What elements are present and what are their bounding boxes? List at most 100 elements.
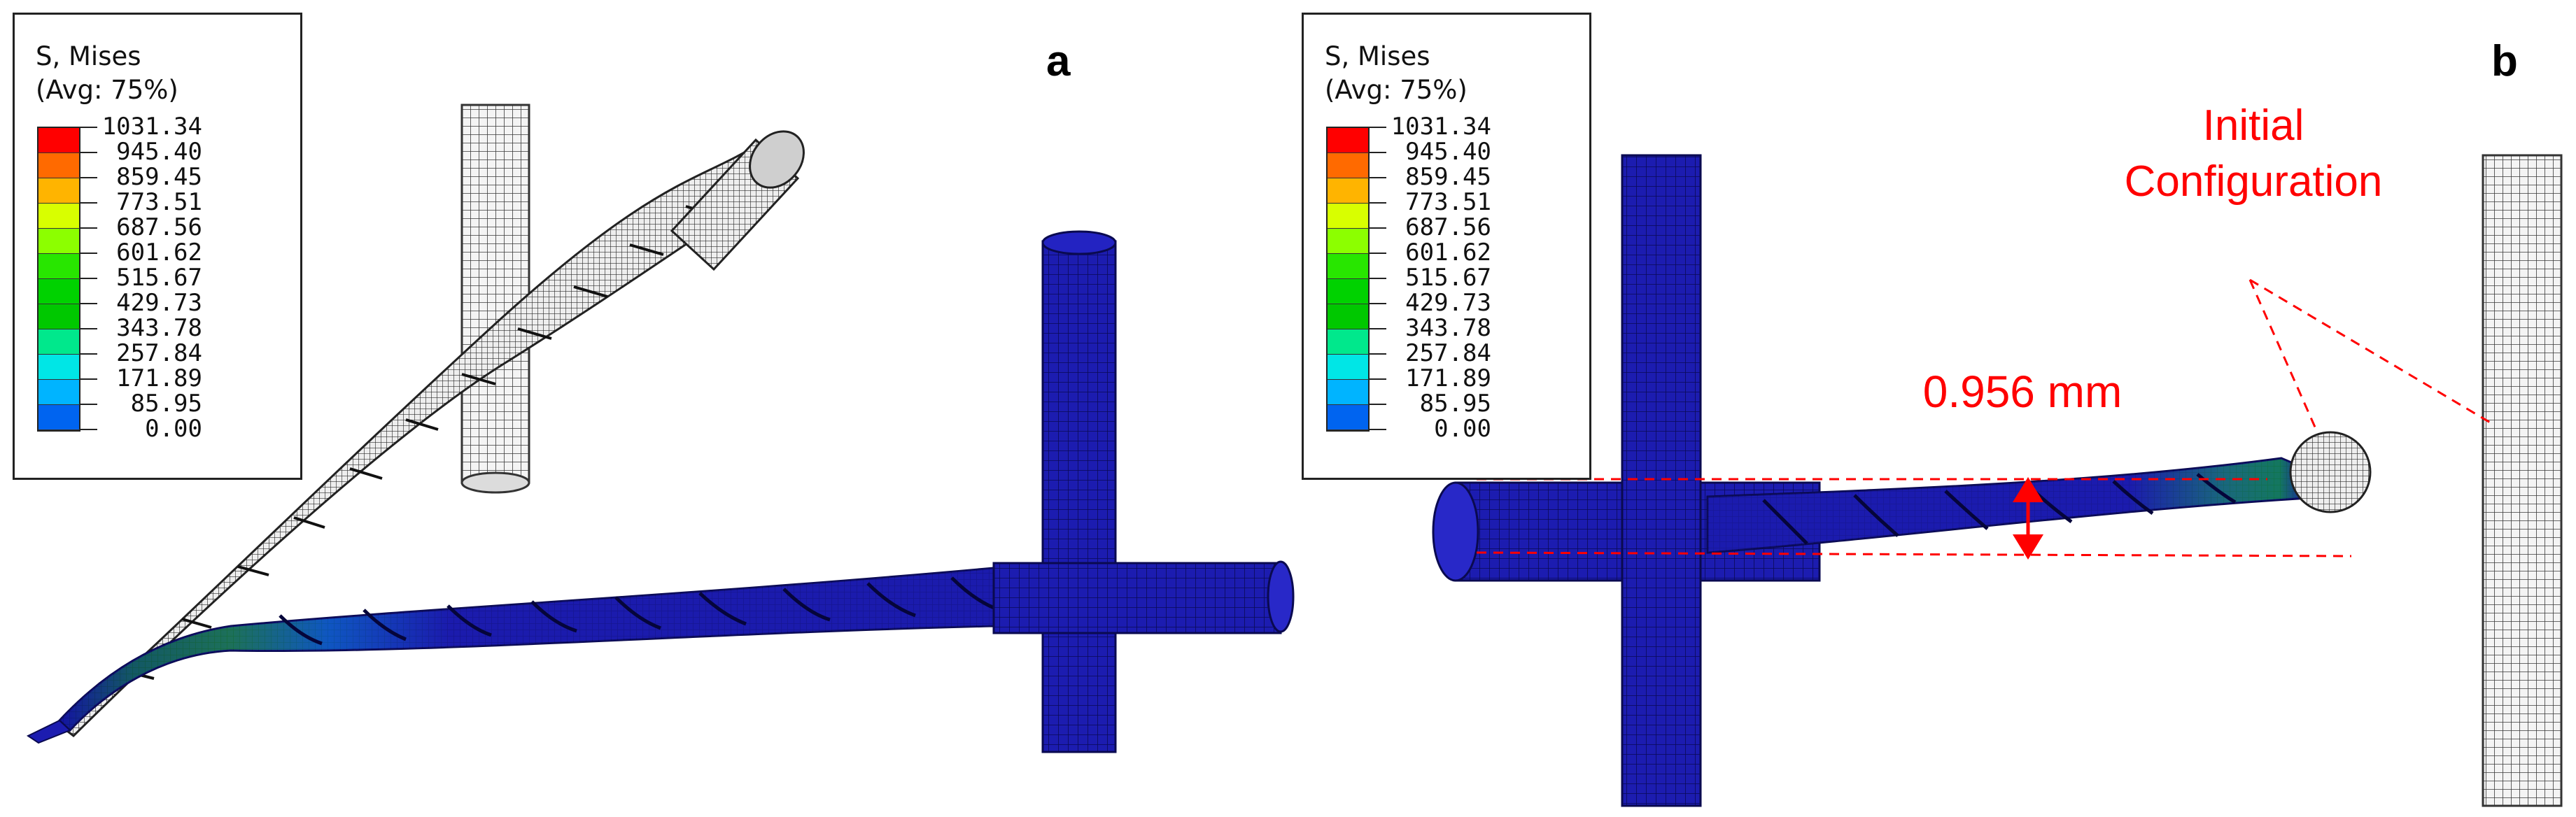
initial-rod-vertical [460, 104, 530, 494]
initial-configuration-line2: Configuration [2124, 157, 2383, 206]
legend-swatch [38, 178, 79, 204]
legend-swatch [1328, 229, 1368, 254]
legend-swatch [38, 355, 79, 380]
legend-swatch [1328, 329, 1368, 355]
legend-tick [80, 328, 97, 329]
legend-value: 773.51 [1405, 188, 1491, 216]
legend-tick [80, 177, 97, 178]
legend-tick [1370, 303, 1386, 304]
deformed-rod-vertical-b [1621, 154, 1702, 807]
legend-value: 429.73 [116, 289, 202, 317]
panel-b-geometry [1432, 154, 2563, 807]
panel-a-geometry [26, 104, 1295, 753]
legend-title: S, Mises (Avg: 75%) [36, 40, 178, 107]
legend-title-line1: S, Mises [36, 41, 141, 71]
legend-value: 0.00 [1434, 415, 1491, 443]
legend-value: 85.95 [1419, 390, 1491, 418]
legend-swatch [1328, 304, 1368, 329]
legend-tick [80, 378, 97, 380]
legend-swatch [1328, 405, 1368, 430]
legend-value: 515.67 [1405, 264, 1491, 292]
legend-tick [1370, 328, 1386, 329]
annotation-lines [1476, 278, 2492, 557]
legend-swatch [38, 304, 79, 329]
legend-value: 945.40 [116, 138, 202, 166]
legend-value: 1031.34 [101, 113, 202, 141]
legend-value: 601.62 [116, 239, 202, 267]
legend-value: 171.89 [116, 364, 202, 392]
legend-tick [1370, 353, 1386, 355]
legend-value: 171.89 [1405, 364, 1491, 392]
legend-tick [1370, 202, 1386, 204]
legend-swatch [38, 229, 79, 254]
legend-value: 1031.34 [1391, 113, 1491, 141]
legend-tick [1370, 227, 1386, 229]
legend-tick [80, 127, 97, 128]
legend-tick [80, 303, 97, 304]
legend-value: 687.56 [1405, 213, 1491, 241]
legend-tick [1370, 429, 1386, 430]
legend-swatch [1328, 178, 1368, 204]
legend-value: 0.00 [145, 415, 202, 443]
deformed-rod-vertical [1041, 230, 1117, 753]
dimension-label: 0.956 mm [1922, 367, 2123, 417]
legend-tick [80, 278, 97, 279]
legend-tick [80, 202, 97, 204]
legend-value: 85.95 [130, 390, 202, 418]
legend-value: 687.56 [116, 213, 202, 241]
legend-swatch [1328, 380, 1368, 405]
legend-swatch [38, 329, 79, 355]
legend-tick [80, 429, 97, 430]
legend-swatch [1328, 204, 1368, 229]
legend-value: 343.78 [1405, 314, 1491, 342]
deformed-wire-horizontal [26, 560, 1295, 744]
legend-tick [1370, 152, 1386, 153]
legend-value: 859.45 [116, 163, 202, 191]
legend-title-line1: S, Mises [1325, 41, 1430, 71]
legend-swatch [38, 380, 79, 405]
legend-tick [80, 152, 97, 153]
legend-tick [80, 253, 97, 254]
legend-value: 429.73 [1405, 289, 1491, 317]
panel-b-label: b [2491, 37, 2518, 85]
legend-swatch [1328, 128, 1368, 153]
legend-tick [80, 227, 97, 229]
legend-tick [1370, 127, 1386, 128]
legend-swatch [1328, 279, 1368, 304]
legend-swatch [1328, 355, 1368, 380]
legend-swatch [38, 254, 79, 279]
legend-value: 601.62 [1405, 239, 1491, 267]
legend-swatch [1328, 153, 1368, 178]
legend-tick [1370, 404, 1386, 405]
legend-title-line2: (Avg: 75%) [36, 75, 178, 105]
initial-configuration-line1: Initial [2202, 101, 2304, 150]
legend-value: 859.45 [1405, 163, 1491, 191]
legend-value: 773.51 [116, 188, 202, 216]
legend-swatch [1328, 254, 1368, 279]
initial-rod-vertical-b [2482, 154, 2563, 807]
legend-tick [1370, 378, 1386, 380]
legend-tick [80, 353, 97, 355]
legend-title: S, Mises (Avg: 75%) [1325, 40, 1468, 107]
dimension-arrow [2013, 477, 2043, 560]
legend-swatch [38, 128, 79, 153]
initial-wire-cross-section [2289, 431, 2372, 513]
legend-tick [1370, 253, 1386, 254]
legend-tick [1370, 278, 1386, 279]
legend-swatch [38, 279, 79, 304]
legend-color-bar [37, 127, 80, 432]
legend-swatch [38, 405, 79, 430]
legend-swatch [38, 153, 79, 178]
legend-tick [1370, 177, 1386, 178]
legend-value: 945.40 [1405, 138, 1491, 166]
legend-value: 257.84 [1405, 339, 1491, 367]
initial-wire-diagonal [62, 130, 805, 737]
panel-a-label: a [1046, 37, 1071, 85]
legend-value: 257.84 [116, 339, 202, 367]
legend-tick [80, 404, 97, 405]
initial-configuration-label: Initial Configuration [2057, 98, 2449, 210]
legend-swatch [38, 204, 79, 229]
